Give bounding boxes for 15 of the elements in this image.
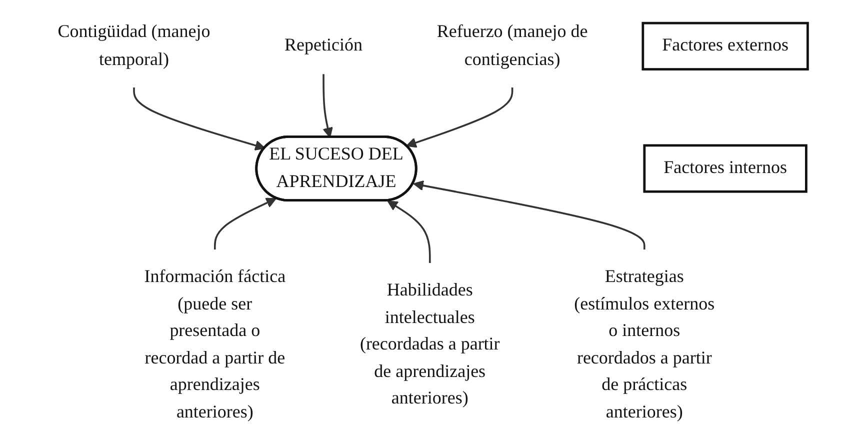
arrow xyxy=(387,200,431,263)
arrow xyxy=(214,198,276,250)
factor-label: Estrategias (estímulos externos o internos recordados a partir de prácticas anteriores) xyxy=(574,267,714,422)
factor-label: Refuerzo (manejo de contigencias) xyxy=(436,22,588,69)
arrow xyxy=(132,88,266,151)
factor-label: Habilidades intelectuales (recordadas a partir de aprendizajes anteriores) xyxy=(360,280,500,408)
arrow xyxy=(322,74,333,138)
category-box: Factores internos xyxy=(643,144,808,193)
arrow xyxy=(406,88,514,148)
factor-label: Contigüidad (manejo temporal) xyxy=(58,22,210,69)
factor-label: Repetición xyxy=(284,36,362,56)
category-box: Factores externos xyxy=(642,22,809,70)
factor-label: Información fáctica (puede ser presentada o recordad a partir de aprendizajes anteriores) xyxy=(144,267,286,422)
arrow xyxy=(413,180,646,250)
central-node: EL SUCESO DEL APRENDIZAJE xyxy=(255,136,418,202)
